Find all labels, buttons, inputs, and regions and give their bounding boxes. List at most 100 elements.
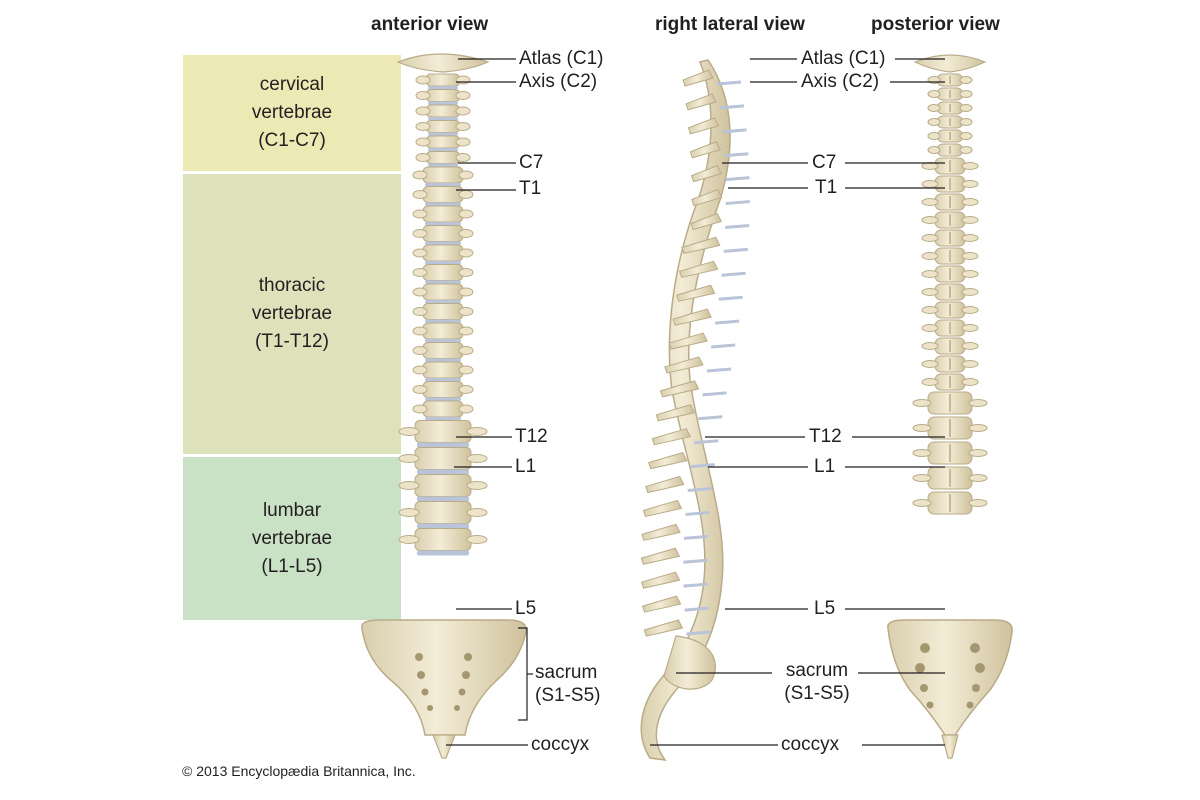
label-t1-right: T1 [815, 177, 838, 198]
anterior-process-right [458, 346, 474, 355]
posterior-process-right [961, 324, 979, 332]
anterior-vertebra [414, 474, 472, 497]
posterior-process-right [959, 104, 973, 112]
anterior-vertebra [414, 528, 472, 551]
posterior-process-right [959, 118, 973, 126]
posterior-process-left [927, 118, 941, 126]
anterior-spine-drawing [396, 53, 490, 556]
posterior-process-right [961, 234, 979, 242]
anterior-disc [428, 86, 458, 90]
posterior-process-left [921, 378, 939, 386]
lateral-spinous-process [640, 571, 681, 589]
anterior-leader-lines [446, 58, 533, 746]
anterior-vertebra [422, 303, 464, 320]
posterior-process-right [961, 360, 979, 368]
lateral-disc [685, 510, 710, 516]
lateral-spinous-process [676, 284, 716, 302]
lateral-spinous-process [642, 499, 683, 518]
posterior-process-right [959, 132, 973, 140]
anterior-disc [428, 117, 458, 121]
lateral-disc [694, 439, 719, 445]
lateral-disc [716, 80, 742, 86]
anterior-process-right [455, 75, 471, 85]
anterior-disc [425, 183, 461, 187]
anterior-process-right [458, 209, 474, 219]
anterior-disc [417, 442, 469, 448]
lateral-disc [718, 295, 743, 301]
anterior-vertebra [422, 322, 464, 340]
posterior-process-right [959, 76, 973, 84]
anterior-process-right [466, 508, 488, 517]
lateral-disc [698, 415, 723, 421]
label-coccyx-right: coccyx [781, 734, 840, 755]
anterior-disc [428, 148, 458, 152]
anterior-disc [425, 241, 461, 245]
lateral-disc [725, 176, 750, 182]
anterior-process-left [415, 75, 431, 85]
anterior-process-right [458, 404, 474, 414]
posterior-process-right [968, 474, 988, 482]
anterior-process-right [455, 122, 471, 131]
label-atlas-anterior: Atlas (C1) [519, 48, 604, 69]
lateral-disc [711, 343, 736, 349]
anterior-disc [428, 101, 458, 105]
anterior-vertebra [425, 120, 461, 133]
lateral-spinous-process [651, 428, 692, 446]
posterior-process-right [961, 252, 979, 260]
anterior-atlas-shape [396, 53, 490, 73]
posterior-view-title: posterior view [871, 14, 1000, 35]
posterior-process-right [959, 90, 973, 98]
label-l1-anterior: L1 [515, 456, 537, 477]
label-c7-anterior: C7 [519, 152, 544, 173]
posterior-process-left [921, 288, 939, 296]
anterior-vertebra [422, 244, 464, 262]
lateral-spinous-process [664, 356, 704, 374]
posterior-process-right [961, 198, 979, 206]
anterior-process-right [458, 170, 474, 180]
anterior-disc [425, 417, 461, 421]
anterior-vertebra [422, 342, 464, 359]
label-axis-right: Axis (C2) [801, 71, 880, 92]
lateral-spinous-process [685, 93, 717, 111]
lateral-spinous-process [640, 547, 681, 565]
label-l1-right: L1 [814, 456, 836, 477]
anterior-disc [417, 523, 469, 529]
posterior-process-right [968, 399, 988, 407]
anterior-disc [425, 358, 461, 362]
lateral-spinous-process [659, 380, 700, 398]
anterior-process-right [458, 287, 474, 297]
posterior-process-left [921, 252, 939, 260]
posterior-process-left [912, 449, 932, 457]
posterior-process-left [921, 342, 939, 350]
lateral-disc [687, 487, 712, 493]
anterior-disc [425, 222, 461, 226]
anterior-disc [425, 378, 461, 382]
anterior-process-left [398, 508, 420, 517]
lateral-spinous-process [641, 595, 682, 613]
posterior-process-left [921, 360, 939, 368]
cervical-region-label: cervical vertebrae (C1-C7) [251, 74, 333, 151]
posterior-process-left [912, 499, 932, 507]
posterior-process-right [968, 449, 988, 457]
posterior-process-left [921, 198, 939, 206]
posterior-process-right [968, 424, 988, 432]
anterior-disc [417, 496, 469, 502]
anterior-process-left [412, 307, 428, 316]
anterior-vertebra [425, 89, 461, 102]
anterior-process-left [412, 170, 428, 180]
anterior-process-right [458, 365, 474, 375]
anterior-process-left [412, 365, 428, 375]
anterior-vertebra [422, 381, 464, 398]
posterior-process-left [921, 234, 939, 242]
anterior-process-right [458, 326, 474, 336]
anterior-disc [425, 300, 461, 304]
label-sacrum-anterior: sacrum [535, 662, 598, 683]
anterior-process-left [412, 287, 428, 297]
lumbar-region-label: lumbar vertebrae (L1-L5) [251, 499, 333, 577]
anterior-process-left [415, 137, 431, 147]
anterior-process-right [458, 229, 474, 238]
posterior-process-left [921, 270, 939, 278]
label-sacrum-right: sacrum [785, 660, 849, 681]
lateral-disc [683, 558, 708, 564]
